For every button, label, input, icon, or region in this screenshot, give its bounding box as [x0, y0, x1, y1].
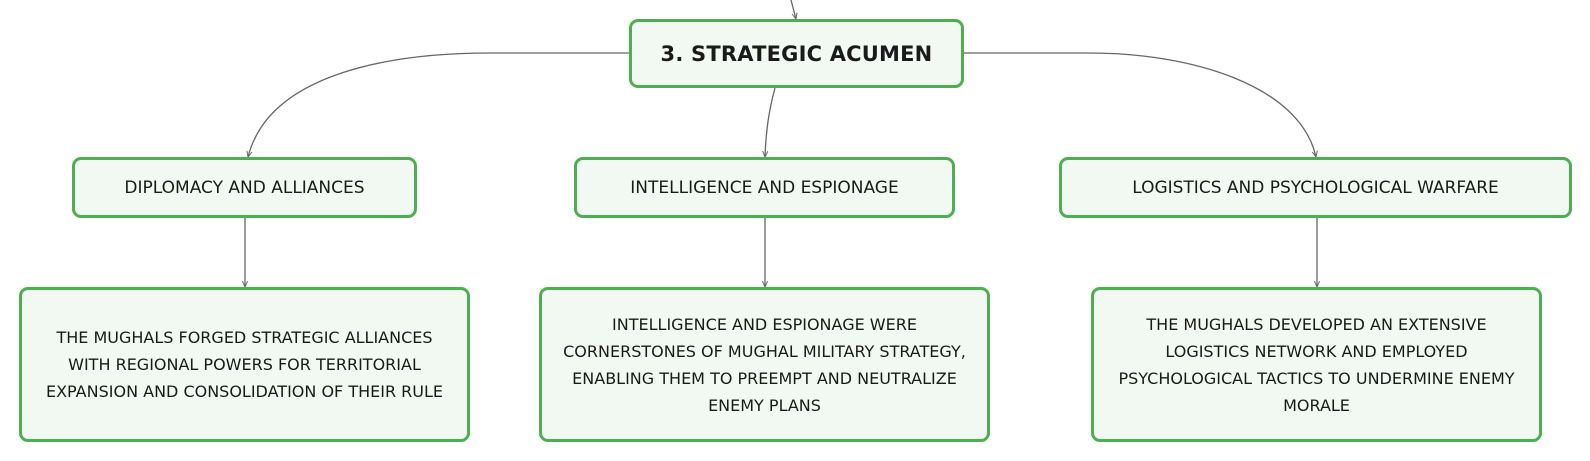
- root-node[interactable]: 3. STRATEGIC ACUMEN: [629, 19, 964, 88]
- detail-node-text: THE MUGHALS FORGED STRATEGIC ALLIANCES W…: [45, 328, 444, 401]
- branch-node-label: DIPLOMACY AND ALLIANCES: [124, 177, 365, 198]
- branch-node-label: INTELLIGENCE AND ESPIONAGE: [630, 177, 899, 198]
- detail-node-intelligence[interactable]: INTELLIGENCE AND ESPIONAGE WERE CORNERST…: [539, 287, 990, 442]
- detail-node-diplomacy[interactable]: THE MUGHALS FORGED STRATEGIC ALLIANCES W…: [19, 287, 470, 442]
- detail-node-text: INTELLIGENCE AND ESPIONAGE WERE CORNERST…: [563, 314, 966, 415]
- edge-root-to-diplomacy: [248, 52, 629, 157]
- root-node-label: 3. STRATEGIC ACUMEN: [660, 41, 933, 66]
- edge-root-to-intelligence: [765, 87, 776, 157]
- branch-node-intelligence[interactable]: INTELLIGENCE AND ESPIONAGE: [574, 157, 955, 218]
- edge-incoming-to-root: [790, 0, 796, 19]
- branch-node-logistics[interactable]: LOGISTICS AND PSYCHOLOGICAL WARFARE: [1059, 157, 1572, 218]
- edge-root-to-logistics: [964, 52, 1316, 157]
- detail-node-logistics[interactable]: THE MUGHALS DEVELOPED AN EXTENSIVE LOGIS…: [1091, 287, 1542, 442]
- branch-node-label: LOGISTICS AND PSYCHOLOGICAL WARFARE: [1132, 177, 1499, 198]
- detail-node-text: THE MUGHALS DEVELOPED AN EXTENSIVE LOGIS…: [1118, 314, 1515, 415]
- branch-node-diplomacy[interactable]: DIPLOMACY AND ALLIANCES: [72, 157, 417, 218]
